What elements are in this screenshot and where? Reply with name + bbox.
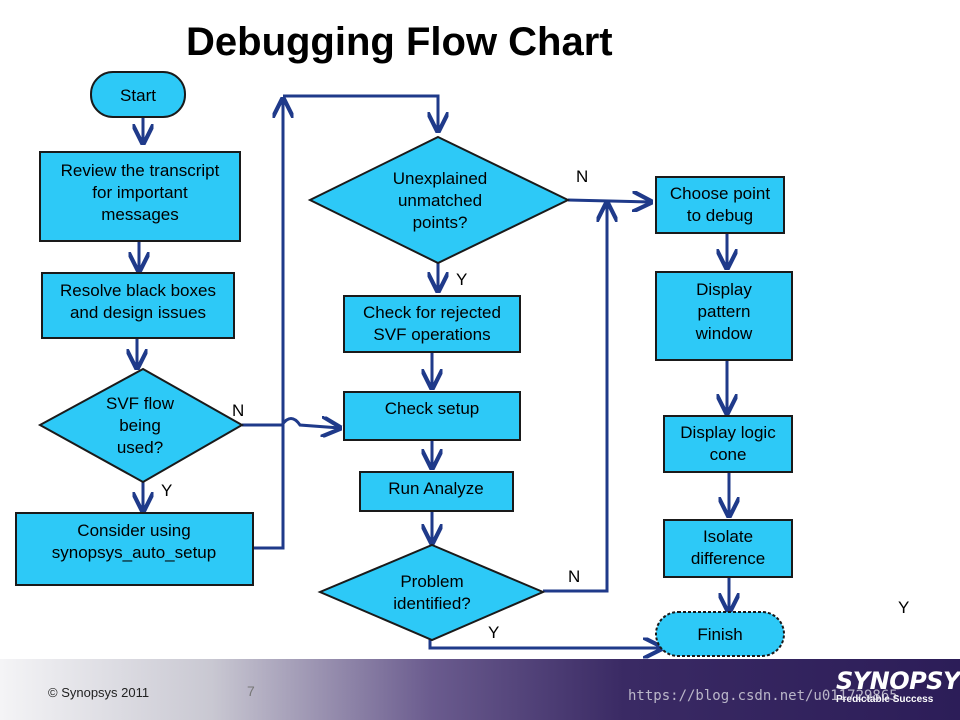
edge-label-problem-yes: Y — [488, 623, 499, 642]
node-choose — [655, 176, 785, 234]
label-setup: Check setup — [385, 399, 480, 418]
label-choose: Choose point to debug — [670, 184, 770, 225]
node-label-line: points? — [413, 213, 468, 232]
edge-labels: N Y N Y N Y Y — [161, 167, 909, 642]
node-start — [90, 71, 186, 118]
node-label-line: Check for rejected — [363, 303, 501, 322]
node-label-line: identified? — [393, 594, 471, 613]
watermark-url: https://blog.csdn.net/u011729865 — [628, 688, 898, 704]
brand-name: SYNOPSYS® — [836, 667, 960, 695]
node-label-line: Start — [120, 86, 156, 105]
label-resolve: Resolve black boxes and design issues — [60, 281, 216, 322]
node-label-line: SVF operations — [373, 325, 490, 344]
node-label-line: window — [695, 324, 753, 343]
page-title: Debugging Flow Chart — [186, 20, 613, 64]
node-consider — [15, 512, 254, 586]
copyright-text: © Synopsys 2011 — [48, 685, 150, 700]
node-label-line: Resolve black boxes — [60, 281, 216, 300]
node-logic — [663, 415, 793, 473]
node-label-line: Isolate — [703, 527, 753, 546]
node-svf — [37, 367, 245, 484]
label-start: Start — [120, 86, 156, 105]
edge-label-unexplained-yes: Y — [456, 270, 467, 289]
edge-problem-loop — [543, 203, 607, 593]
node-labels: Start Review the transcript for important… — [52, 86, 776, 644]
page-number: 7 — [247, 683, 255, 699]
node-problem — [317, 543, 546, 642]
label-problem: Problem identified? — [393, 572, 471, 613]
node-resolve — [41, 272, 235, 339]
node-label-line: Consider using — [77, 521, 190, 540]
edges — [137, 94, 729, 648]
node-review — [39, 151, 241, 242]
edge-label-unexplained-no: N — [576, 167, 588, 186]
node-label-line: Finish — [697, 625, 742, 644]
node-label-line: unmatched — [398, 191, 482, 210]
label-isolate: Isolate difference — [691, 527, 765, 568]
flowchart: Start Review the transcript for important… — [15, 71, 909, 660]
node-label-line: to debug — [687, 206, 753, 225]
footer-bar: © Synopsys 2011 7 SYNOPSYS® Predictable … — [0, 659, 960, 720]
label-finish: Finish — [697, 625, 742, 644]
edge-label-problem-no: N — [568, 567, 580, 586]
node-label-line: for important — [92, 183, 188, 202]
edge-label-isolate-yes: Y — [898, 598, 909, 617]
label-analyze: Run Analyze — [388, 479, 483, 498]
node-label-line: Problem — [400, 572, 463, 591]
label-pattern: Display pattern window — [695, 280, 753, 343]
node-label-line: Display — [696, 280, 752, 299]
node-label-line: Run Analyze — [388, 479, 483, 498]
edge-label-svf-no: N — [232, 401, 244, 420]
node-label-line: cone — [710, 445, 747, 464]
label-consider: Consider using synopsys_auto_setup — [52, 521, 216, 562]
node-label-line: Review the transcript — [61, 161, 220, 180]
node-label-line: synopsys_auto_setup — [52, 543, 216, 562]
node-label-line: messages — [101, 205, 178, 224]
edge-consider-loop — [253, 99, 283, 550]
node-label-line: SVF flow — [106, 394, 175, 413]
label-unexplained: Unexplained unmatched points? — [393, 169, 488, 232]
node-label-line: pattern — [698, 302, 751, 321]
node-isolate — [663, 519, 793, 578]
edge-top-unexplained — [283, 94, 438, 131]
label-logic: Display logic cone — [680, 423, 776, 464]
edge-label-svf-yes: Y — [161, 481, 172, 500]
edge-svf-setup — [242, 419, 340, 429]
edge-problem-finish — [428, 639, 662, 648]
node-setup — [343, 391, 521, 441]
brand-tagline: Predictable Success — [836, 694, 934, 705]
node-rejected — [343, 295, 521, 353]
node-label-line: Display logic — [680, 423, 776, 442]
nodes — [15, 71, 793, 657]
node-unexplained — [307, 135, 571, 265]
label-svf: SVF flow being used? — [106, 394, 175, 457]
node-label-line: Unexplained — [393, 169, 488, 188]
node-label-line: used? — [117, 438, 163, 457]
node-label-line: Check setup — [385, 399, 480, 418]
node-pattern — [655, 271, 793, 361]
brand-logo: SYNOPSYS® Predictable Success — [836, 665, 960, 706]
node-label-line: Choose point — [670, 184, 770, 203]
node-label-line: and design issues — [70, 303, 206, 322]
label-review: Review the transcript for important messag… — [61, 161, 220, 224]
edge-unexplained-choose — [567, 200, 651, 202]
node-label-line: difference — [691, 549, 765, 568]
node-finish — [655, 611, 785, 657]
node-analyze — [359, 471, 514, 512]
node-label-line: being — [119, 416, 161, 435]
